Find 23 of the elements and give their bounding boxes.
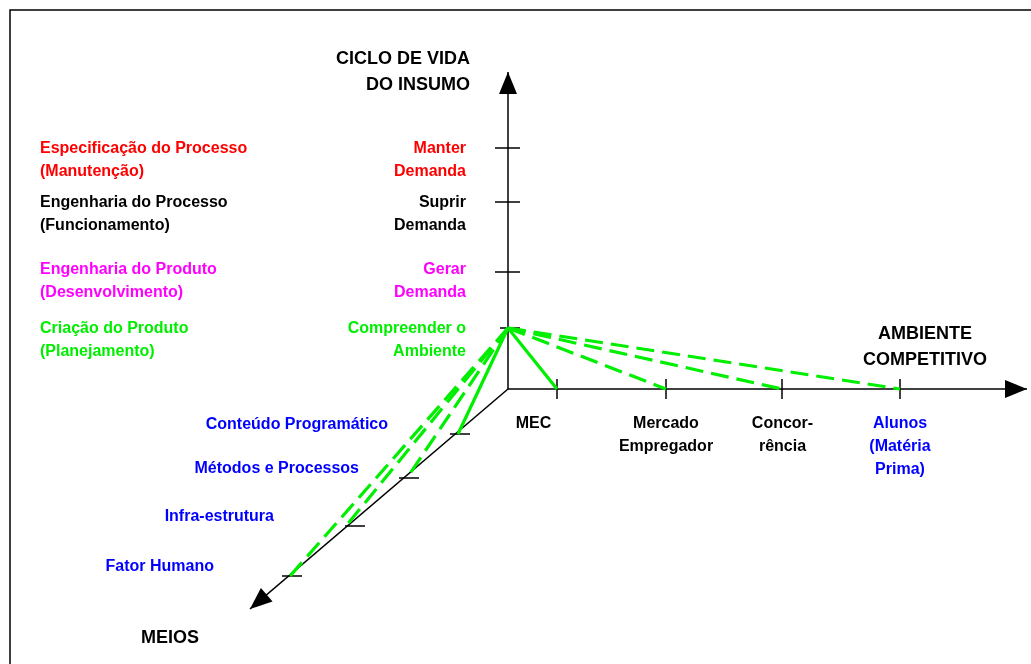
axis-title: MEIOS [140, 626, 200, 649]
level-label: Engenharia do Produto (Desenvolvimento) [40, 259, 218, 302]
connector-line [506, 327, 559, 390]
level-label: Suprir Demanda [392, 192, 466, 235]
level-label: Engenharia do Processo (Funcionamento) [40, 192, 229, 235]
connector-line [288, 326, 510, 578]
means-label: Infra-estrutura [163, 506, 275, 526]
means-label: Conteúdo Programático [204, 414, 389, 434]
category-label: Concor- rência [750, 413, 815, 456]
connector-line [456, 327, 510, 435]
category-label: Mercado Empregador [617, 413, 715, 456]
level-label: Especificação do Processo (Manutenção) [40, 138, 249, 181]
category-label: MEC [514, 413, 553, 433]
connector-line [507, 326, 901, 391]
means-label: Métodos e Processos [193, 458, 360, 478]
means-label: Fator Humano [104, 556, 215, 576]
level-label: Criação do Produto (Planejamento) [40, 318, 190, 361]
axis-title: CICLO DE VIDA DO INSUMO [335, 47, 470, 96]
level-label: Gerar Demanda [392, 259, 466, 302]
level-label: Manter Demanda [392, 138, 466, 181]
axis-title: AMBIENTE COMPETITIVO [862, 322, 988, 371]
level-label: Compreender o Ambiente [346, 318, 467, 361]
category-label: Alunos (Matéria Prima) [868, 413, 932, 479]
